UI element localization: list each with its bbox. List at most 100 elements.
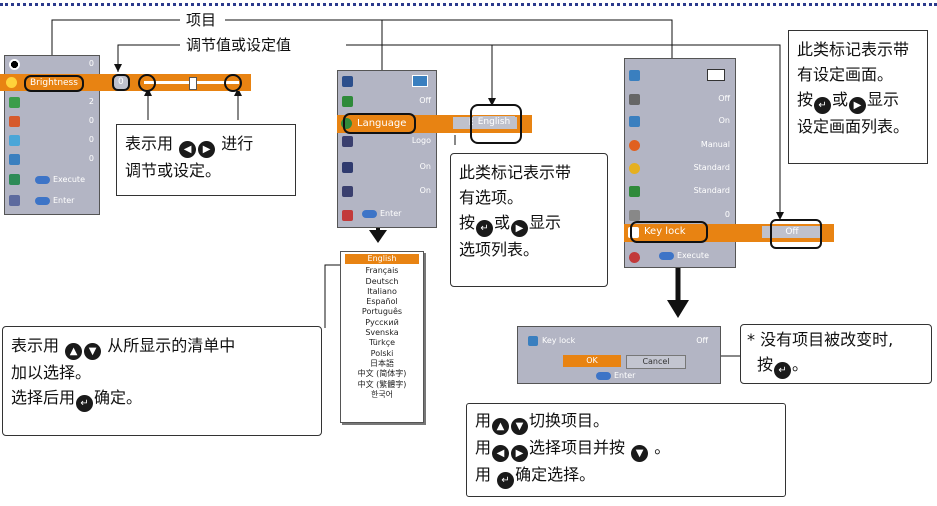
- text: 调节或设定。: [125, 161, 222, 180]
- timer-icon: [629, 140, 640, 151]
- execute-row[interactable]: Execute: [625, 249, 735, 268]
- enter-row[interactable]: Enter: [5, 192, 99, 211]
- menu-row[interactable]: 2: [5, 94, 99, 113]
- menu-row[interactable]: 0: [625, 207, 735, 226]
- key-lock-row[interactable]: Key lock Off: [624, 221, 834, 243]
- right-arrow-icon: ▶: [511, 220, 529, 237]
- menu-row-value: On: [419, 186, 431, 195]
- language-option[interactable]: English: [345, 254, 419, 265]
- language-option[interactable]: 日本語: [370, 358, 394, 368]
- language-option[interactable]: Türkçe: [368, 338, 396, 348]
- steps-box: 用▲▼切换项目。 用◀▶选择项目并按 ▼ 。 用 ↵确定选择。: [466, 403, 786, 497]
- text: 用: [475, 438, 492, 457]
- cancel-button[interactable]: Cancel: [626, 355, 686, 369]
- language-option[interactable]: Português: [361, 307, 403, 317]
- enter-icon: ↵: [774, 362, 792, 379]
- slider-knob[interactable]: [188, 77, 197, 90]
- language-option[interactable]: Español: [366, 297, 398, 307]
- text: 此类标记表示带: [459, 163, 572, 182]
- enter-icon: [35, 175, 50, 184]
- language-option[interactable]: Русский: [365, 317, 399, 327]
- key-lock-icon: [628, 227, 639, 238]
- menu-row[interactable]: Logo: [338, 133, 436, 152]
- cooling-icon: [629, 186, 640, 197]
- language-option[interactable]: Italiano: [367, 286, 397, 296]
- slider-right-end[interactable]: [224, 74, 242, 92]
- language-value-highlight: [470, 104, 522, 144]
- menu-row-value: On: [718, 116, 730, 125]
- menu-row[interactable]: Manual: [625, 137, 735, 156]
- down-arrow-icon: ▼: [631, 445, 649, 462]
- picture-icon: [412, 75, 428, 87]
- menu-row[interactable]: Standard: [625, 160, 735, 179]
- language-option[interactable]: 中文 (简体字): [357, 369, 407, 379]
- brightness-slider-bar[interactable]: 0: [106, 74, 251, 92]
- text: * 没有项目被改变时,: [747, 330, 894, 349]
- enter-icon: [35, 196, 50, 205]
- language-option[interactable]: 中文 (繁體字): [357, 379, 407, 389]
- text: 有设定画面。: [797, 65, 894, 84]
- key-lock-dialog: Key lock Off OK Cancel Enter: [517, 326, 721, 384]
- list-select-explanation-box: 表示用 ▲▼ 从所显示的清单中 加以选择。 选择后用↵确定。: [2, 326, 322, 436]
- sharpness-icon: [9, 135, 20, 146]
- language-option[interactable]: Svenska: [365, 328, 399, 338]
- menu-row[interactable]: [625, 67, 735, 86]
- menu-row[interactable]: On: [625, 113, 735, 132]
- tint-icon: [9, 116, 20, 127]
- menu-row[interactable]: 0: [5, 151, 99, 170]
- setting-menu: Off Logo On On Enter: [337, 70, 437, 228]
- dialog-title: Key lock: [542, 336, 576, 345]
- menu-row-value: Off: [718, 94, 730, 103]
- menu-row[interactable]: 0: [5, 113, 99, 132]
- execute-label: Execute: [677, 251, 709, 260]
- enter-icon: ↵: [476, 220, 494, 237]
- text: 选择项目并按: [529, 438, 626, 457]
- enter-icon: ↵: [814, 97, 832, 114]
- reset-icon: [9, 195, 20, 206]
- menu-row[interactable]: Standard: [625, 183, 735, 202]
- text: 确定选择。: [515, 465, 596, 484]
- brightness-icon: [6, 77, 17, 88]
- menu-row-value: Standard: [693, 163, 730, 172]
- brightness-row[interactable]: Brightness: [0, 74, 106, 92]
- menu-row[interactable]: 0: [5, 56, 99, 75]
- language-option[interactable]: 한국어: [370, 389, 394, 399]
- down-arrow-icon: ▼: [84, 343, 102, 360]
- callout-item: 项目: [183, 11, 220, 29]
- slider-left-end[interactable]: [138, 74, 156, 92]
- language-value-callout: English: [473, 116, 515, 128]
- execute-label: Execute: [53, 175, 85, 184]
- menu-row-value: 0: [724, 210, 730, 219]
- menu-row[interactable]: Off: [338, 93, 436, 112]
- mute-icon: [342, 186, 353, 197]
- enter-row[interactable]: Enter: [338, 207, 436, 226]
- blackboard-icon: [342, 96, 353, 107]
- right-arrow-icon: ▶: [849, 97, 867, 114]
- lamp-icon: [629, 163, 640, 174]
- ok-button[interactable]: OK: [563, 355, 621, 367]
- contrast-icon: [9, 59, 20, 70]
- menu-row[interactable]: 0: [5, 132, 99, 151]
- menu-icon: [342, 210, 353, 221]
- menu-row[interactable]: Off: [625, 91, 735, 110]
- screen-icon: [342, 76, 353, 87]
- language-option[interactable]: Polski: [370, 348, 394, 358]
- menu-row[interactable]: On: [338, 159, 436, 178]
- language-option[interactable]: Deutsch: [365, 276, 399, 286]
- text: 用: [475, 465, 492, 484]
- down-arrow-icon: ▼: [511, 418, 529, 435]
- menu-row-value: Off: [419, 96, 431, 105]
- menu-row[interactable]: On: [338, 183, 436, 202]
- note-box: * 没有项目被改变时, 按↵。: [740, 324, 932, 384]
- menu-row[interactable]: [338, 73, 436, 92]
- key-lock-icon: [528, 336, 538, 346]
- color-icon: [9, 97, 20, 108]
- language-option[interactable]: Français: [365, 266, 399, 276]
- network-icon: [629, 210, 640, 221]
- adjust-explanation-box: 表示用 ◀▶ 进行 调节或设定。: [116, 124, 296, 196]
- off-icon: [342, 136, 353, 147]
- execute-row[interactable]: Execute: [5, 171, 99, 190]
- text: 设定画面列表。: [797, 117, 910, 136]
